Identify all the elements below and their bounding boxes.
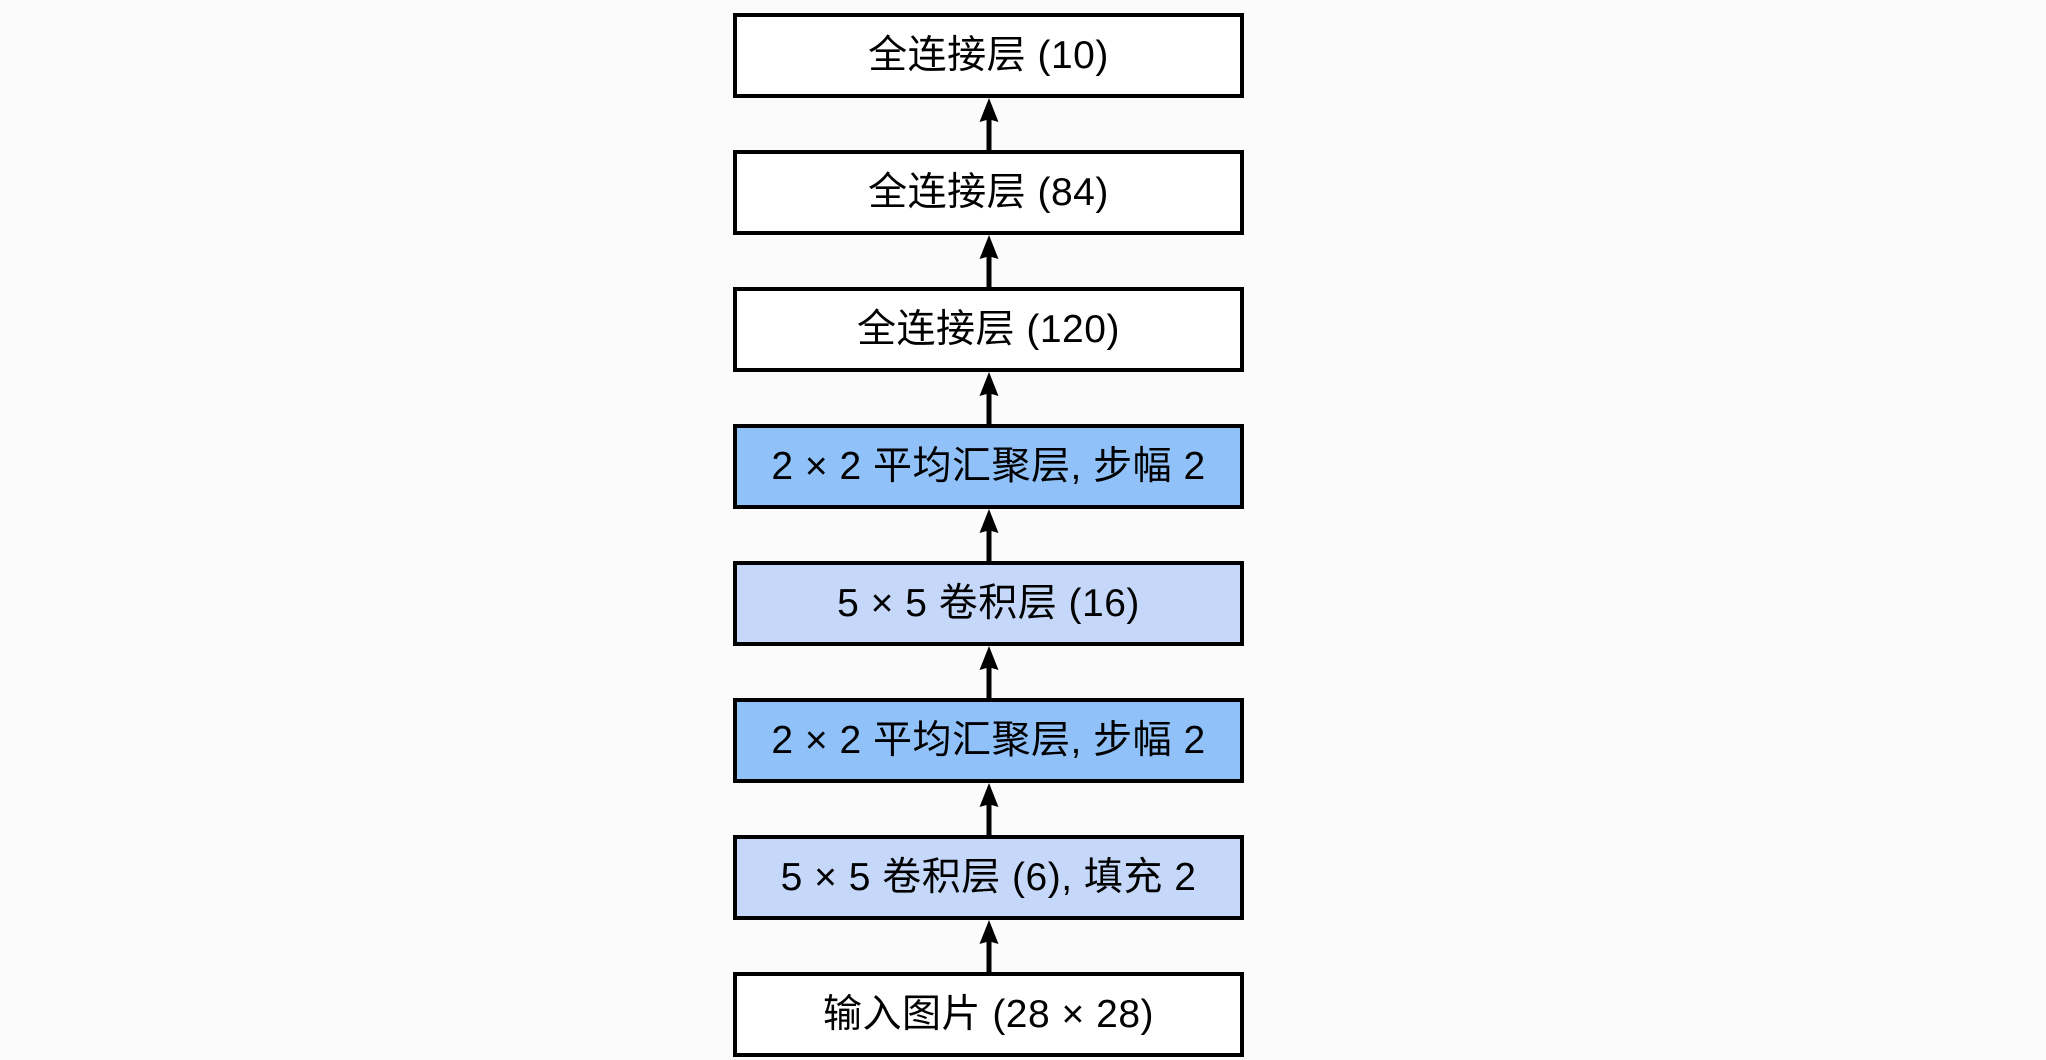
- layer-box-avgpool-2: 2 × 2 平均汇聚层, 步幅 2: [733, 424, 1244, 509]
- layer-label: 5 × 5 卷积层 (6), 填充 2: [780, 856, 1197, 899]
- layer-label: 5 × 5 卷积层 (16): [837, 582, 1140, 625]
- layer-label: 全连接层 (10): [868, 34, 1109, 77]
- layer-stack: 全连接层 (10) 全连接层 (84) 全连接层 (120) 2 × 2 平均汇…: [733, 13, 1244, 1057]
- layer-box-input: 输入图片 (28 × 28): [733, 972, 1244, 1057]
- layer-label: 全连接层 (120): [857, 308, 1120, 351]
- layer-label: 2 × 2 平均汇聚层, 步幅 2: [771, 719, 1206, 762]
- arrow-up-icon: [979, 920, 998, 972]
- layer-label: 全连接层 (84): [868, 171, 1109, 214]
- arrow-up-icon: [979, 509, 998, 561]
- layer-box-fc-10: 全连接层 (10): [733, 13, 1244, 98]
- arrow-up-icon: [979, 646, 998, 698]
- layer-box-avgpool-1: 2 × 2 平均汇聚层, 步幅 2: [733, 698, 1244, 783]
- arrow-up-icon: [979, 372, 998, 424]
- layer-box-conv-16: 5 × 5 卷积层 (16): [733, 561, 1244, 646]
- layer-label: 输入图片 (28 × 28): [822, 993, 1155, 1036]
- layer-box-fc-120: 全连接层 (120): [733, 287, 1244, 372]
- layer-box-conv-6: 5 × 5 卷积层 (6), 填充 2: [733, 835, 1244, 920]
- layer-box-fc-84: 全连接层 (84): [733, 150, 1244, 235]
- arrow-up-icon: [979, 98, 998, 150]
- arrow-up-icon: [979, 235, 998, 287]
- arrow-up-icon: [979, 783, 998, 835]
- layer-label: 2 × 2 平均汇聚层, 步幅 2: [771, 445, 1206, 488]
